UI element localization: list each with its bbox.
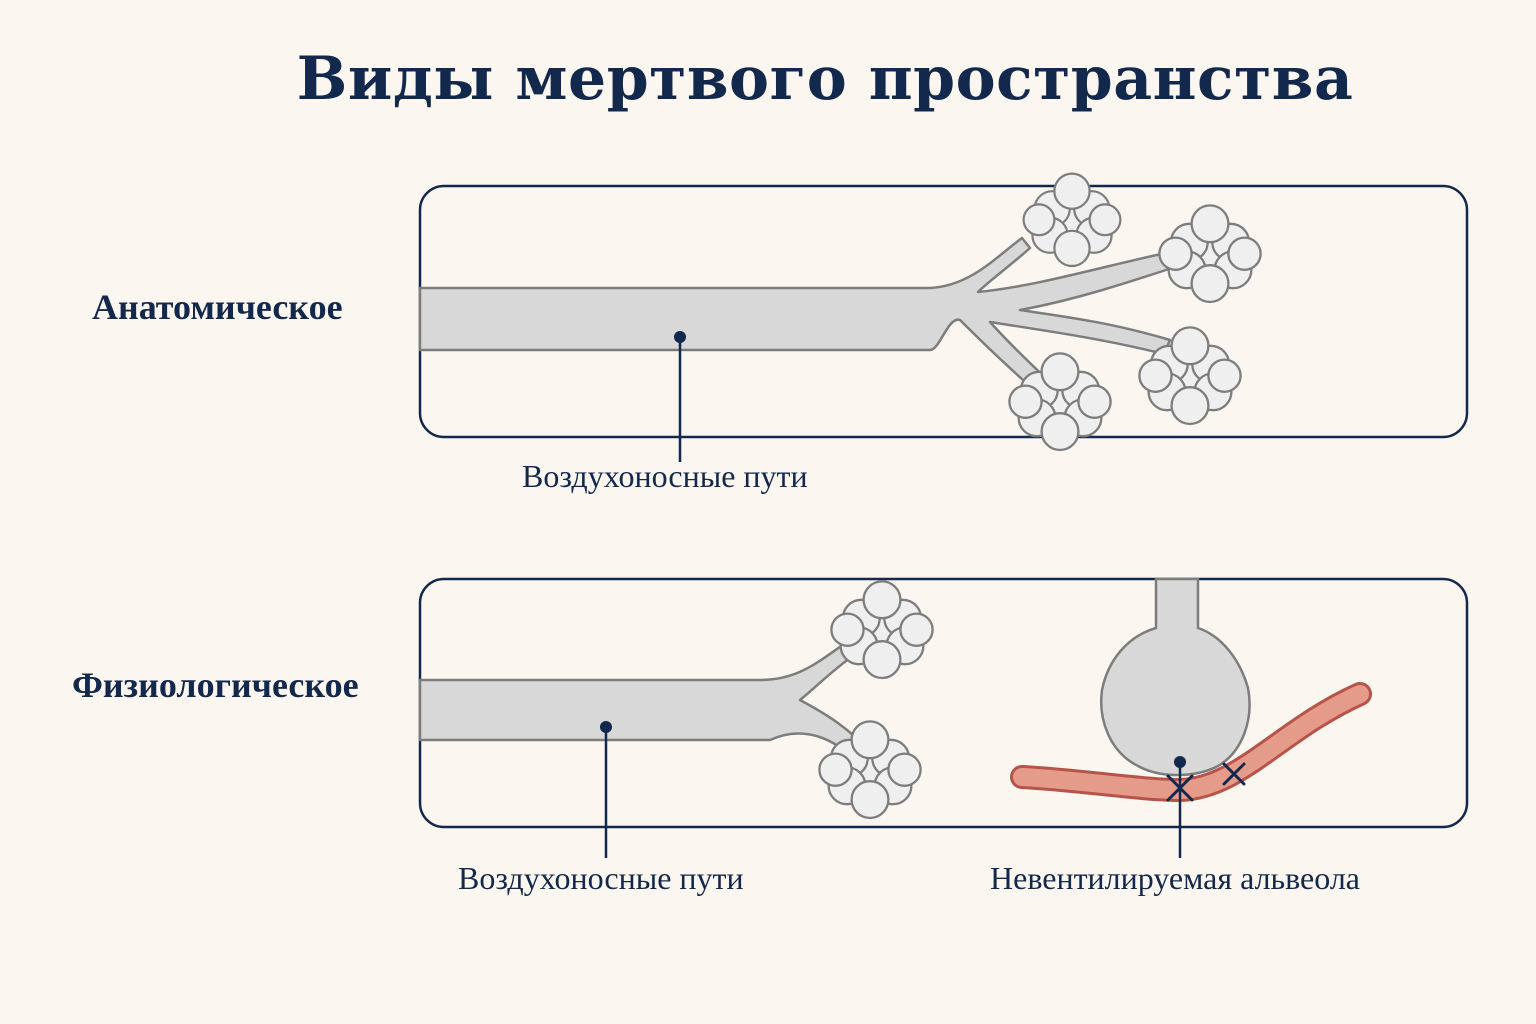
callout-airways-anatomical: Воздухоносные пути: [522, 458, 808, 494]
callout-airways-physiological: Воздухоносные пути: [458, 860, 744, 896]
alveoli-physiological: [818, 580, 934, 820]
alveoli-anatomical: [1008, 172, 1262, 452]
callout-unventilated-alveolus: Невентилируемая альвеола: [990, 860, 1360, 896]
airway-tree-physiological: [418, 638, 868, 762]
unventilated-alveolus: [1100, 577, 1251, 777]
panel-label-anatomical: Анатомическое: [92, 287, 343, 327]
panel-label-physiological: Физиологическое: [72, 665, 359, 705]
page-title: Виды мертвого пространства: [296, 44, 1354, 114]
